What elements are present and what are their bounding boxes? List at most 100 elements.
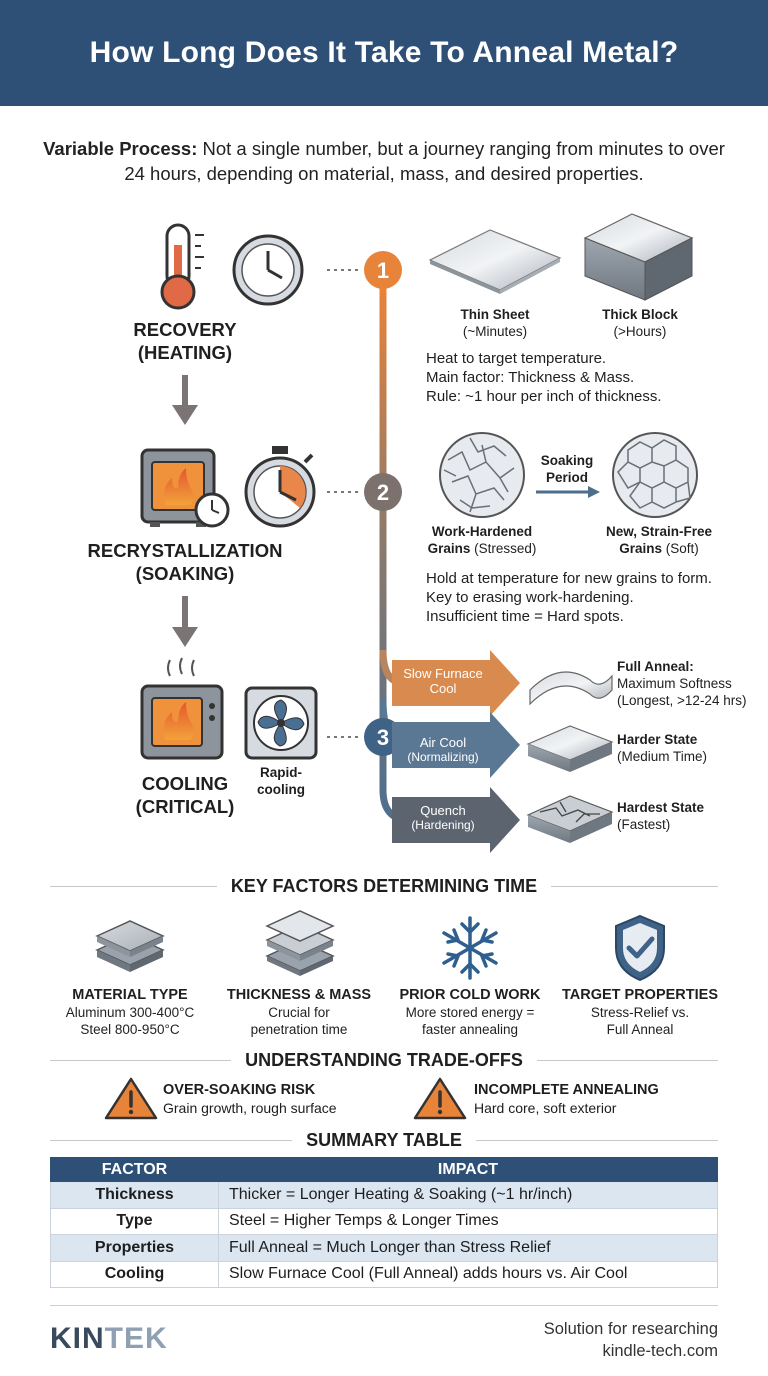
soaking-description: Hold at temperature for new grains to fo… bbox=[426, 569, 756, 626]
harder-state-outcome: Harder State (Medium Time) bbox=[617, 731, 763, 765]
soaking-label-line1: Soaking bbox=[540, 453, 594, 468]
tradeoffs-title: UNDERSTANDING TRADE-OFFS bbox=[245, 1050, 523, 1070]
soaking-period-label: Soaking Period bbox=[536, 452, 598, 486]
table-cell-factor: Type bbox=[50, 1207, 219, 1235]
thick-block-sub: (>Hours) bbox=[613, 324, 667, 339]
thin-sheet-icon bbox=[428, 229, 562, 294]
air-cool-line2: (Normalizing) bbox=[407, 750, 479, 764]
key-factors-heading: KEY FACTORS DETERMINING TIME bbox=[50, 876, 718, 897]
key-factor-icons bbox=[95, 910, 665, 982]
soaking-label-line2: Period bbox=[545, 470, 588, 485]
slow-furnace-cool-label: Slow Furnace Cool bbox=[395, 666, 491, 696]
thick-block-title: Thick Block bbox=[602, 307, 678, 322]
thin-sheet-caption: Thin Sheet (~Minutes) bbox=[435, 306, 555, 340]
rapid-cooling-line1: Rapid- bbox=[260, 765, 302, 780]
stage-1-label-line2: (HEATING) bbox=[137, 342, 233, 363]
table-cell-impact: Slow Furnace Cool (Full Anneal) adds hou… bbox=[218, 1260, 718, 1288]
footer-divider bbox=[50, 1305, 718, 1306]
factor-title: MATERIAL TYPE bbox=[72, 987, 188, 1003]
shield-check-icon bbox=[615, 914, 665, 982]
slow-cool-line2: Cool bbox=[429, 681, 457, 696]
risk-desc: Hard core, soft exterior bbox=[474, 1100, 617, 1116]
risk-desc: Grain growth, rough surface bbox=[163, 1100, 337, 1116]
fan-icon bbox=[244, 686, 318, 760]
soaking-line: Key to erasing work-hardening. bbox=[426, 589, 634, 606]
step-1-number: 1 bbox=[376, 258, 390, 283]
strain-free-sub: (Soft) bbox=[665, 541, 699, 556]
table-cell-impact: Thicker = Longer Heating & Soaking (~1 h… bbox=[218, 1181, 718, 1209]
factor-thickness-mass: THICKNESS & MASS Crucial for penetration… bbox=[214, 986, 384, 1038]
outcome-title: Harder State bbox=[617, 732, 698, 747]
table-cell-factor: Properties bbox=[50, 1234, 219, 1262]
factor-desc: Stress-Relief vs. bbox=[590, 1005, 690, 1020]
risk-title: INCOMPLETE ANNEALING bbox=[474, 1082, 659, 1098]
work-hardened-title: Work-Hardened bbox=[431, 524, 533, 539]
warning-icon bbox=[413, 1077, 467, 1120]
table-header-factor: FACTOR bbox=[50, 1157, 219, 1182]
air-cool-line1: Air Cool bbox=[419, 735, 467, 750]
thick-block-icon bbox=[583, 213, 694, 301]
factor-title: PRIOR COLD WORK bbox=[399, 987, 541, 1003]
footer-tagline: Solution for researching bbox=[543, 1320, 718, 1338]
layered-sheets-icon bbox=[265, 910, 335, 976]
factor-prior-cold-work: PRIOR COLD WORK More stored energy = fas… bbox=[385, 986, 555, 1038]
table-cell-factor: Thickness bbox=[50, 1181, 219, 1209]
air-cool-label: Air Cool (Normalizing) bbox=[395, 735, 491, 765]
snowflake-icon bbox=[442, 916, 498, 980]
stage-3-label-line1: COOLING bbox=[141, 773, 229, 794]
heating-description: Heat to target temperature. Main factor:… bbox=[426, 349, 746, 406]
stage-2-label-line2: (SOAKING) bbox=[135, 563, 235, 584]
logo-part-a: KIN bbox=[50, 1322, 105, 1355]
factor-target-properties: TARGET PROPERTIES Stress-Relief vs. Full… bbox=[555, 986, 725, 1038]
table-header-row: FACTOR IMPACT bbox=[50, 1157, 718, 1182]
footer-url[interactable]: kindle-tech.com bbox=[602, 1342, 718, 1360]
strain-free-caption: New, Strain-Free Grains (Soft) bbox=[594, 523, 724, 557]
table-row: Cooling Slow Furnace Cool (Full Anneal) … bbox=[50, 1260, 718, 1288]
incomplete-annealing-risk: INCOMPLETE ANNEALING Hard core, soft ext… bbox=[474, 1081, 724, 1117]
warning-icon bbox=[104, 1077, 158, 1120]
soaking-line: Insufficient time = Hard spots. bbox=[426, 608, 624, 625]
quench-label: Quench (Hardening) bbox=[395, 803, 491, 833]
outcome-title: Hardest State bbox=[617, 800, 705, 815]
stage-3-label: COOLING (CRITICAL) bbox=[110, 772, 260, 818]
slow-furnace-cool-arrow bbox=[392, 650, 520, 716]
stage-2-label: RECRYSTALLIZATION (SOAKING) bbox=[70, 539, 300, 585]
full-anneal-outcome: Full Anneal: Maximum Softness (Longest, … bbox=[617, 658, 763, 709]
slow-cool-line1: Slow Furnace bbox=[403, 666, 483, 681]
tradeoffs-heading: UNDERSTANDING TRADE-OFFS bbox=[50, 1050, 718, 1071]
heating-line: Rule: ~1 hour per inch of thickness. bbox=[426, 388, 662, 405]
factor-desc: More stored energy = bbox=[405, 1005, 535, 1020]
cooling-oven-icon bbox=[140, 657, 224, 760]
table-cell-impact: Full Anneal = Much Longer than Stress Re… bbox=[218, 1234, 718, 1262]
work-hardened-title2: Grains bbox=[427, 541, 471, 556]
rapid-cooling-label: Rapid- cooling bbox=[246, 764, 316, 798]
factor-material-type: MATERIAL TYPE Aluminum 300-400°C Steel 8… bbox=[45, 986, 215, 1038]
intro-text: Variable Process: Not a single number, b… bbox=[40, 136, 728, 186]
hardest-state-outcome: Hardest State (Fastest) bbox=[617, 799, 763, 833]
step-2-badge bbox=[364, 473, 402, 511]
kintek-logo[interactable]: KINTEK bbox=[50, 1322, 168, 1356]
table-cell-impact: Steel = Higher Temps & Longer Times bbox=[218, 1207, 718, 1235]
summary-title: SUMMARY TABLE bbox=[306, 1130, 462, 1150]
key-factors-title: KEY FACTORS DETERMINING TIME bbox=[230, 876, 538, 896]
cracked-block-icon bbox=[526, 795, 614, 843]
stacked-plates-icon bbox=[95, 920, 165, 972]
table-header-impact: IMPACT bbox=[218, 1157, 718, 1182]
factor-desc: Full Anneal bbox=[606, 1022, 674, 1037]
outcome-line: (Medium Time) bbox=[617, 749, 708, 764]
outcome-line: Maximum Softness bbox=[617, 676, 732, 691]
warning-icons bbox=[104, 1077, 467, 1120]
work-hardened-caption: Work-Hardened Grains (Stressed) bbox=[416, 523, 548, 557]
strain-free-grains-icon bbox=[612, 432, 698, 518]
air-cool-arrow bbox=[392, 712, 520, 778]
factor-title: THICKNESS & MASS bbox=[226, 987, 372, 1003]
process-diagram bbox=[140, 213, 698, 853]
work-hardened-sub: (Stressed) bbox=[474, 541, 537, 556]
page-header: How Long Does It Take To Anneal Metal? bbox=[0, 0, 768, 106]
outcome-title: Full Anneal: bbox=[617, 659, 694, 674]
plate-icon bbox=[526, 725, 614, 772]
thermometer-icon bbox=[160, 223, 204, 310]
table-row: Properties Full Anneal = Much Longer tha… bbox=[50, 1234, 718, 1262]
strain-free-title2: Grains bbox=[619, 541, 662, 556]
summary-heading: SUMMARY TABLE bbox=[50, 1130, 719, 1151]
